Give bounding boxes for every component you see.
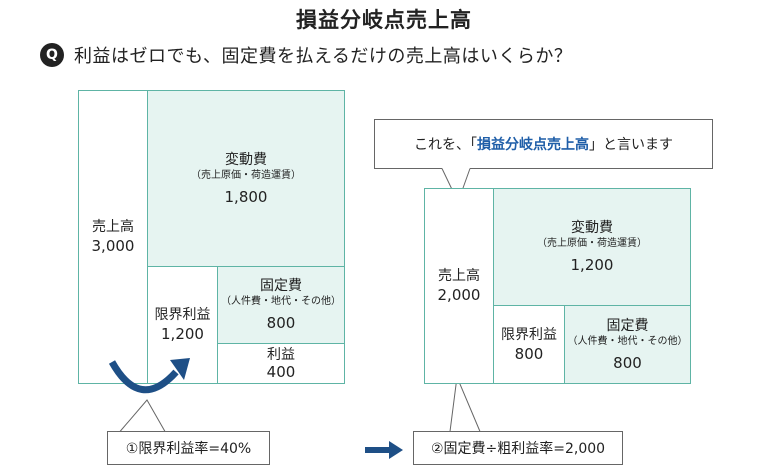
- left-callout-text: ①限界利益率=40%: [125, 441, 252, 457]
- left-variable-cost-label: 変動費: [225, 151, 267, 168]
- left-sales-label: 売上高: [92, 219, 134, 235]
- right-arrow-icon: [365, 441, 403, 459]
- right-callout-box: ②固定費÷粗利益率=2,000: [413, 431, 623, 465]
- right-sales-label: 売上高: [438, 268, 480, 284]
- right-marginal-profit-label: 限界利益: [501, 326, 557, 343]
- top-callout-highlight: 損益分岐点売上高: [477, 137, 589, 153]
- curved-arrow-icon: [108, 358, 190, 394]
- right-marginal-profit-box: 限界利益 800: [493, 305, 565, 384]
- left-fixed-cost-box: 固定費 （人件費・地代・その他） 800: [217, 266, 345, 344]
- left-sales-box: 売上高 3,000: [78, 90, 148, 384]
- top-callout-suffix: 」と言います: [589, 137, 673, 153]
- right-variable-cost-label: 変動費: [571, 220, 613, 236]
- right-fixed-cost-value: 800: [613, 353, 642, 372]
- right-variable-cost-box: 変動費 （売上原価・荷造運賃） 1,200: [493, 188, 691, 306]
- right-marginal-profit-value: 800: [514, 344, 544, 363]
- left-fixed-cost-label: 固定費: [260, 278, 302, 294]
- left-variable-cost-box: 変動費 （売上原価・荷造運賃） 1,800: [147, 90, 345, 267]
- left-sales-value: 3,000: [91, 237, 135, 255]
- left-callout-box: ①限界利益率=40%: [107, 431, 270, 465]
- left-marginal-profit-label: 限界利益: [154, 307, 211, 323]
- right-fixed-cost-label: 固定費: [606, 317, 649, 334]
- left-variable-cost-value: 1,800: [224, 187, 268, 206]
- right-sales-value: 2,000: [437, 286, 481, 304]
- right-callout-text: ②固定費÷粗利益率=2,000: [430, 441, 606, 457]
- left-fixed-cost-sub: （人件費・地代・その他）: [221, 296, 341, 307]
- left-profit-value: 400: [266, 362, 296, 381]
- top-callout-box: これを、「損益分岐点売上高」と言います: [374, 119, 713, 169]
- question-row: Q 利益はゼロでも、固定費を払えるだけの売上高はいくらか？: [40, 42, 572, 68]
- left-callout-pointer: [119, 399, 166, 432]
- left-marginal-profit-value: 1,200: [161, 325, 204, 343]
- question-badge: Q: [40, 43, 64, 67]
- left-fixed-cost-value: 800: [266, 314, 296, 332]
- right-fixed-cost-sub: （人件費・地代・その他）: [567, 335, 688, 347]
- right-variable-cost-sub: （売上原価・荷造運賃）: [537, 238, 647, 249]
- right-fixed-cost-box: 固定費 （人件費・地代・その他） 800: [564, 305, 691, 384]
- left-variable-cost-sub: （売上原価・荷造運賃）: [191, 169, 301, 181]
- top-callout-prefix: これを、「: [414, 137, 477, 153]
- left-profit-label: 利益: [267, 346, 295, 363]
- question-text: 利益はゼロでも、固定費を払えるだけの売上高はいくらか？: [74, 46, 573, 67]
- left-profit-box: 利益 400: [217, 343, 345, 384]
- page-title: 損益分岐点売上高: [296, 8, 472, 32]
- right-sales-box: 売上高 2,000: [424, 188, 494, 384]
- top-callout-text: これを、「損益分岐点売上高」と言います: [414, 134, 673, 154]
- right-variable-cost-value: 1,200: [570, 256, 614, 274]
